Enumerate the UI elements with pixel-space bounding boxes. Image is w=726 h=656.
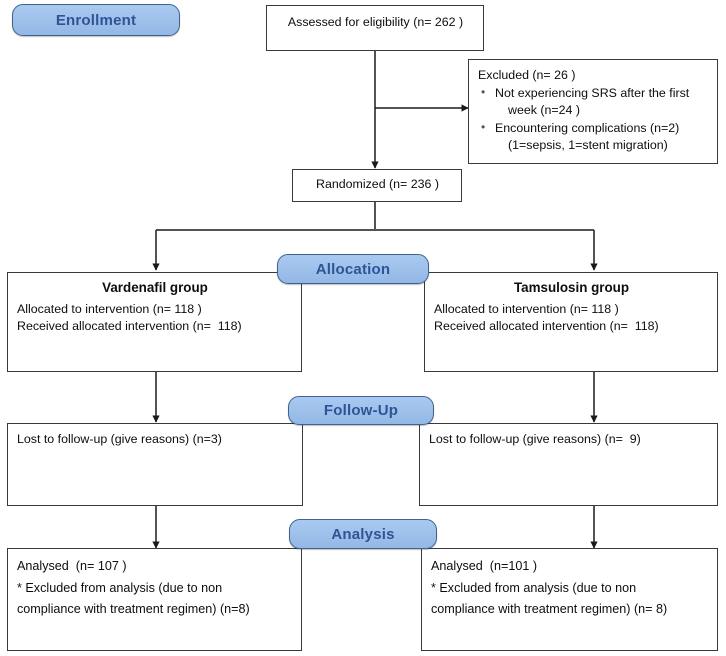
allocation-right-title: Tamsulosin group: [513, 280, 630, 295]
node-followup-tamsulosin: Lost to follow-up (give reasons) (n= 9): [419, 423, 718, 506]
analysis-left-line2-wrap: * Excluded from analysis (due to non: [17, 578, 293, 600]
analysis-left-line3: compliance with treatment regimen) (n=8): [17, 602, 250, 617]
stage-badge-enrollment: Enrollment: [12, 4, 180, 36]
analysis-right-line2-wrap: * Excluded from analysis (due to non: [431, 578, 709, 600]
analysis-right-line2: Excluded from analysis (due to non: [439, 580, 637, 595]
node-assessed-for-eligibility: Assessed for eligibility (n= 262 ): [266, 5, 484, 51]
list-item: • Encountering complications (n=2) (1=se…: [478, 120, 709, 154]
list-item: • Not experiencing SRS after the first w…: [478, 85, 709, 119]
node-followup-vardenafil: Lost to follow-up (give reasons) (n=3): [7, 423, 303, 506]
excluded-item-0-line2: week (n=24 ): [508, 103, 580, 118]
allocation-left-line1: Allocated to intervention (n= 118 ): [17, 301, 202, 316]
node-analysis-tamsulosin: Analysed (n=101 ) * Excluded from analys…: [421, 548, 718, 651]
excluded-item-0-line1: Not experiencing SRS after the first: [495, 86, 690, 101]
stage-badge-analysis-label: Analysis: [331, 525, 395, 543]
allocation-left-title: Vardenafil group: [102, 280, 208, 295]
stage-badge-allocation: Allocation: [277, 254, 429, 284]
excluded-item-1-line2: (1=sepsis, 1=stent migration): [508, 138, 668, 153]
excluded-heading: Excluded (n= 26 ): [478, 68, 576, 82]
allocation-right-line2: Received allocated intervention (n= 118): [434, 318, 659, 333]
stage-badge-analysis: Analysis: [289, 519, 437, 549]
analysis-left-line1: Analysed (n= 107 ): [17, 559, 127, 573]
excluded-item-1-line1: Encountering complications (n=2): [495, 121, 680, 136]
bullet-icon: •: [481, 120, 486, 135]
node-analysis-vardenafil: Analysed (n= 107 ) * Excluded from analy…: [7, 548, 302, 651]
followup-right-line1: Lost to follow-up (give reasons) (n= 9): [429, 432, 641, 446]
node-randomized: Randomized (n= 236 ): [292, 169, 462, 202]
stage-badge-followup: Follow-Up: [288, 396, 434, 425]
node-allocation-vardenafil: Vardenafil group Allocated to interventi…: [7, 272, 302, 372]
bullet-icon: •: [481, 85, 486, 100]
stage-badge-enrollment-label: Enrollment: [55, 11, 137, 29]
stage-badge-allocation-label: Allocation: [315, 260, 391, 278]
allocation-right-line1: Allocated to intervention (n= 118 ): [434, 301, 619, 316]
analysis-right-line3: compliance with treatment regimen) (n= 8…: [431, 602, 668, 617]
node-allocation-tamsulosin: Tamsulosin group Allocated to interventi…: [424, 272, 718, 372]
asterisk-icon: *: [17, 580, 22, 595]
followup-left-line1: Lost to follow-up (give reasons) (n=3): [17, 432, 222, 446]
excluded-reason-list: • Not experiencing SRS after the first w…: [478, 85, 709, 154]
asterisk-icon: *: [431, 580, 436, 595]
node-excluded: Excluded (n= 26 ) • Not experiencing SRS…: [468, 59, 718, 164]
stage-badge-followup-label: Follow-Up: [323, 402, 399, 419]
assessed-text: Assessed for eligibility (n= 262 ): [287, 15, 464, 29]
analysis-right-line1: Analysed (n=101 ): [431, 559, 538, 573]
randomized-text: Randomized (n= 236 ): [316, 177, 439, 191]
allocation-left-line2: Received allocated intervention (n= 118): [17, 318, 242, 333]
analysis-left-line2: Excluded from analysis (due to non: [25, 580, 223, 595]
